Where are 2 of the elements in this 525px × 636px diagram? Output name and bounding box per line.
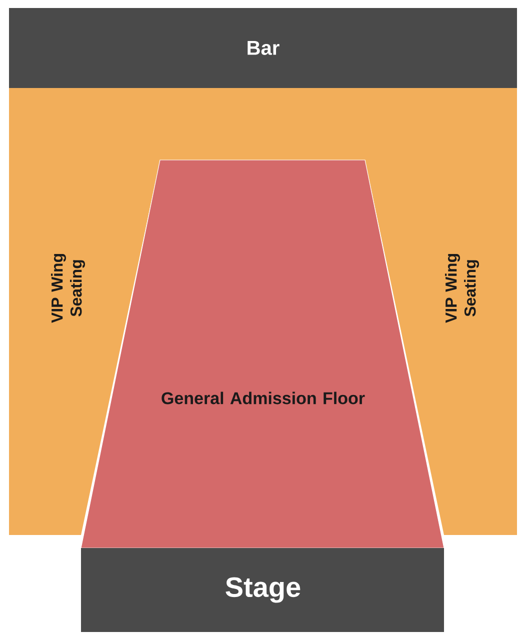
stage-section: Stage (81, 548, 444, 632)
bar-section: Bar (9, 8, 517, 88)
